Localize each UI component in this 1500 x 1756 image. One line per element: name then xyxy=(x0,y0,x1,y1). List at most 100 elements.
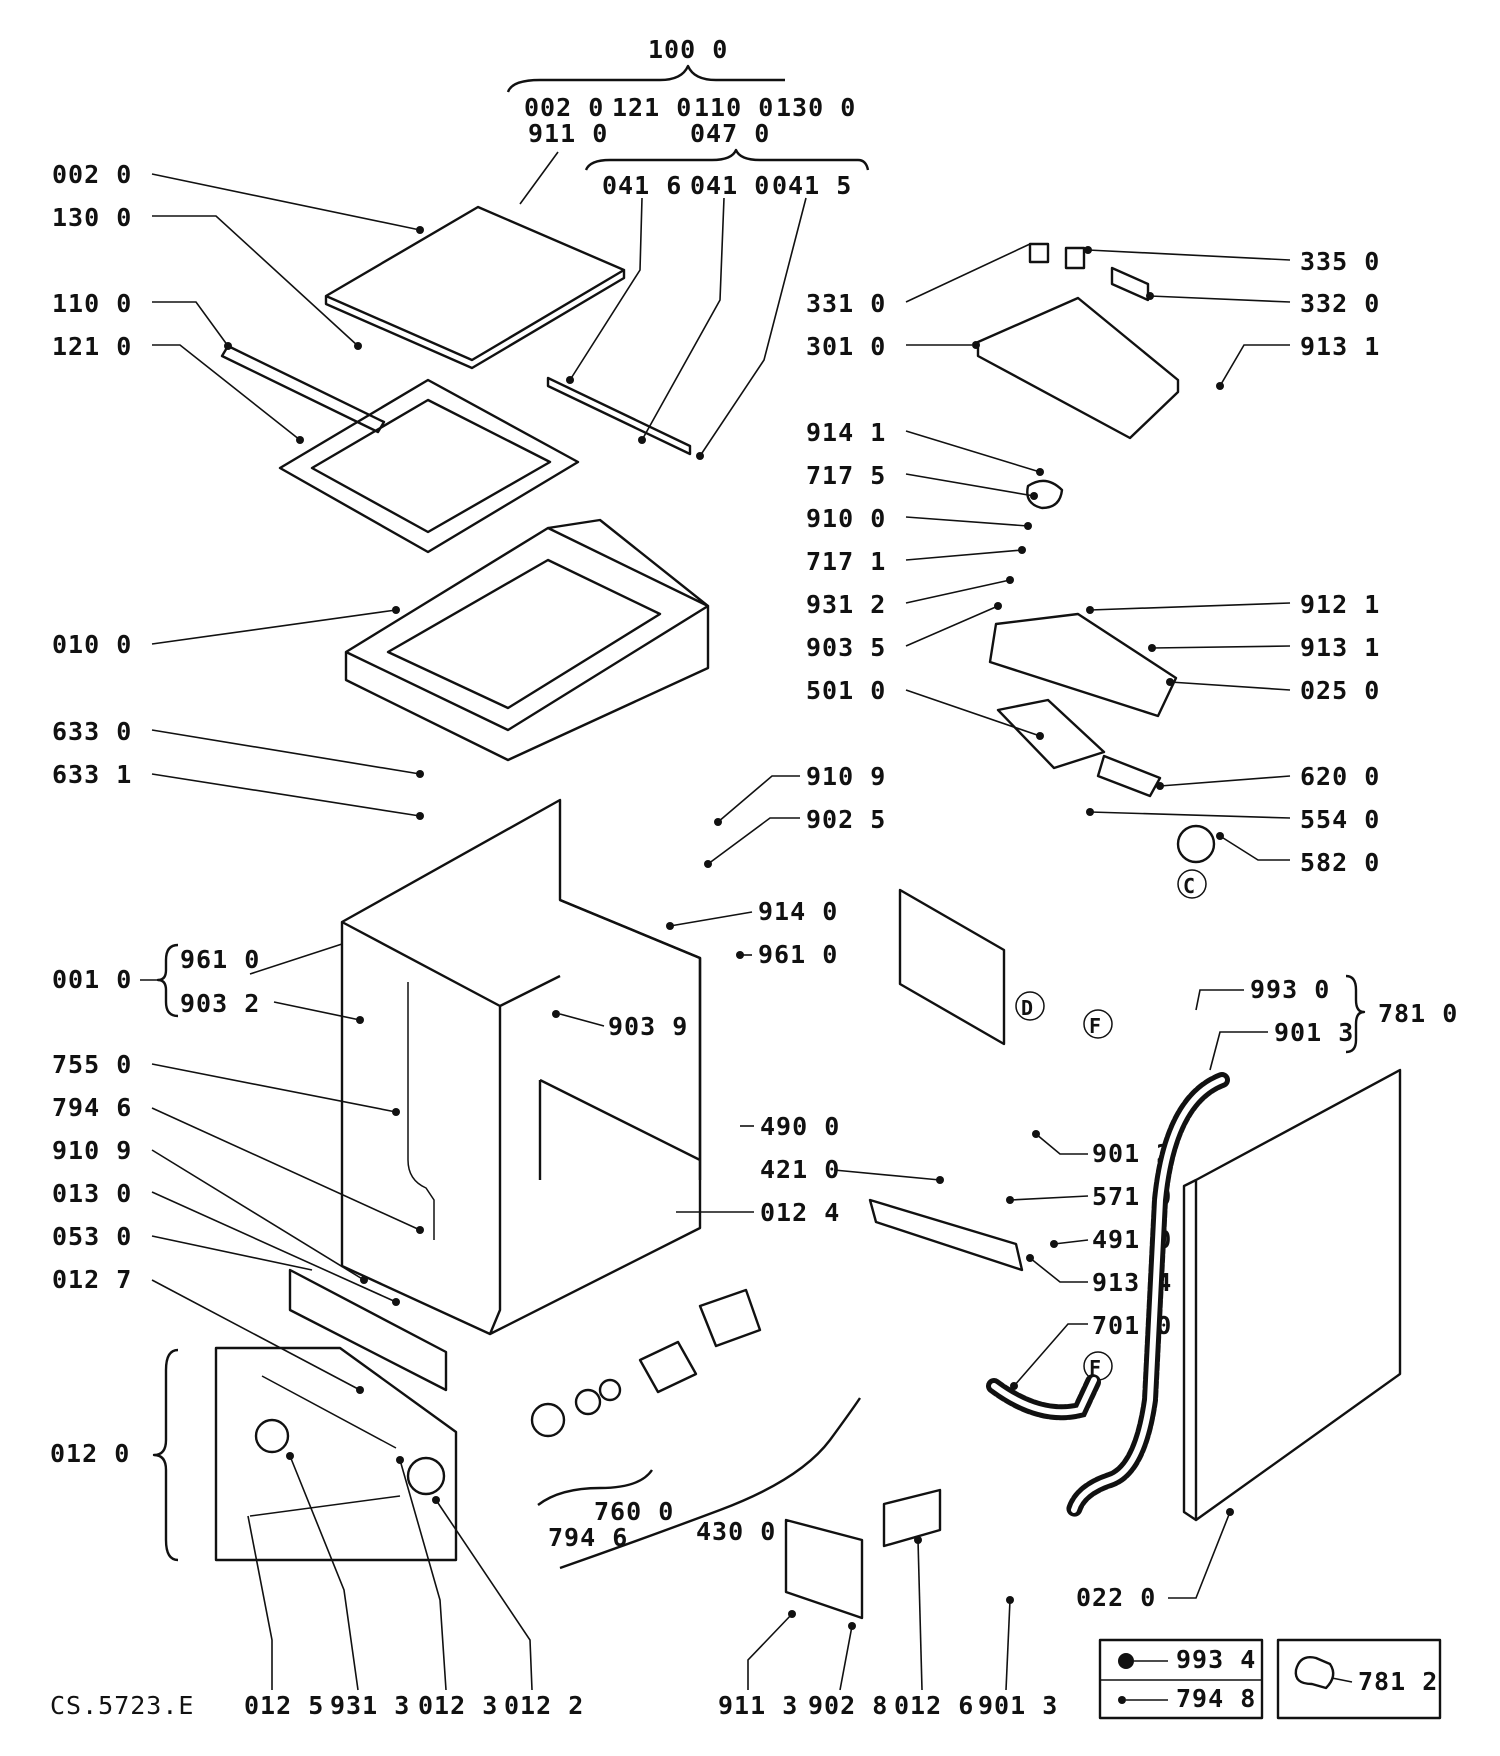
part-label: 914 1 xyxy=(806,418,886,447)
connector-mark-c: C xyxy=(1183,874,1196,898)
programmer-board xyxy=(988,612,1178,718)
part-label: 911 3 xyxy=(718,1691,798,1720)
group-781: 993 0 901 3 781 0 xyxy=(1250,974,1458,1054)
right-labels: 335 0 332 0 913 1 912 1 913 1 025 0 620 … xyxy=(1300,247,1380,877)
part-label: 012 3 xyxy=(418,1691,498,1720)
group-781-item: 901 3 xyxy=(1274,1018,1354,1047)
group-001-brace xyxy=(156,943,179,1018)
seal-ring xyxy=(574,1388,602,1416)
group-430-label: 430 0 xyxy=(696,1517,776,1546)
group-100-item: 911 0 xyxy=(528,119,608,148)
group-047-item: 041 5 xyxy=(772,171,852,200)
part-label: 301 0 xyxy=(806,332,886,361)
group-047-item: 041 6 xyxy=(602,171,682,200)
knob-icon xyxy=(406,1456,446,1496)
part-label: 025 0 xyxy=(1300,676,1380,705)
part-label: 912 1 xyxy=(1300,590,1380,619)
part-label: 633 0 xyxy=(52,717,132,746)
bottom-labels: 012 5 931 3 012 3 012 2 911 3 902 8 012 … xyxy=(50,1691,1058,1720)
legend-item: 794 8 xyxy=(1176,1684,1256,1713)
hinge-strip xyxy=(546,376,692,456)
screw-dot-icon xyxy=(1118,1653,1134,1669)
group-781-brace xyxy=(1345,974,1366,1054)
timer-knob xyxy=(1026,479,1064,510)
part-label: 012 6 xyxy=(894,1691,974,1720)
group-001-label: 001 0 xyxy=(52,965,132,994)
group-047-brace xyxy=(584,148,870,171)
left-labels: 002 0 130 0 110 0 121 0 010 0 633 0 633 … xyxy=(52,160,132,1294)
part-label: 012 2 xyxy=(504,1691,584,1720)
mount-bracket xyxy=(784,1518,864,1620)
group-012: 012 0 xyxy=(50,1348,179,1562)
bracket-small xyxy=(882,1488,942,1548)
group-001-item: 961 0 xyxy=(180,945,260,974)
group-100-label: 100 0 xyxy=(648,35,728,64)
part-label: 012 4 xyxy=(760,1198,840,1227)
part-label: 903 9 xyxy=(608,1012,688,1041)
connector-mark-f: F xyxy=(1089,1356,1102,1380)
capacitor-icon xyxy=(1176,824,1216,864)
side-panel xyxy=(1182,1068,1402,1522)
center-labels: 910 9 902 5 914 0 961 0 903 9 490 0 421 … xyxy=(608,762,1171,1612)
part-label: 121 0 xyxy=(52,332,132,361)
pump-housing xyxy=(638,1340,698,1394)
pump-motor xyxy=(698,1288,762,1348)
group-100-item: 110 0 xyxy=(694,93,774,122)
legend-box-2 xyxy=(1276,1638,1442,1720)
part-label: 554 0 xyxy=(1300,805,1380,834)
part-label: 010 0 xyxy=(52,630,132,659)
part-label: 755 0 xyxy=(52,1050,132,1079)
group-012-label: 012 0 xyxy=(50,1439,130,1468)
group-047-item: 041 0 xyxy=(690,171,770,200)
group-100-item: 002 0 xyxy=(524,93,604,122)
group-100-header: 100 0 002 0 121 0 110 0 130 0 911 0 047 … xyxy=(506,35,870,200)
group-781-item: 993 0 xyxy=(1250,975,1330,1004)
group-760-label: 760 0 xyxy=(594,1497,674,1526)
control-panel xyxy=(976,296,1180,440)
part-label: 902 5 xyxy=(806,805,886,834)
cabinet-body xyxy=(340,798,702,1336)
part-label: 110 0 xyxy=(52,289,132,318)
legend-item: 993 4 xyxy=(1176,1645,1256,1674)
small-screw-dot-icon xyxy=(1118,1696,1126,1704)
part-label: 022 0 xyxy=(1076,1583,1156,1612)
switch-block xyxy=(1110,266,1150,302)
part-label: 914 0 xyxy=(758,897,838,926)
connector-mark-d: D xyxy=(1021,996,1034,1020)
clamp-icon xyxy=(1294,1656,1335,1690)
terminal-block xyxy=(1096,754,1162,798)
top-tray xyxy=(344,518,710,762)
part-label: 717 5 xyxy=(806,461,886,490)
connector-mark-f: F xyxy=(1089,1014,1102,1038)
part-label: 012 7 xyxy=(52,1265,132,1294)
part-label: 913 1 xyxy=(1300,633,1380,662)
part-label: 903 5 xyxy=(806,633,886,662)
part-label: 582 0 xyxy=(1300,848,1380,877)
part-label: 130 0 xyxy=(52,203,132,232)
part-label: 501 0 xyxy=(806,676,886,705)
part-label: 913 1 xyxy=(1300,332,1380,361)
part-label: 794 6 xyxy=(52,1093,132,1122)
part-label: 332 0 xyxy=(1300,289,1380,318)
part-label: 620 0 xyxy=(1300,762,1380,791)
part-label: 331 0 xyxy=(806,289,886,318)
part-label: 910 0 xyxy=(806,504,886,533)
part-label: 961 0 xyxy=(758,940,838,969)
group-001-item: 903 2 xyxy=(180,989,260,1018)
top-lid xyxy=(324,205,626,370)
knobs xyxy=(1028,242,1086,270)
part-label: 901 3 xyxy=(978,1691,1058,1720)
part-label: 053 0 xyxy=(52,1222,132,1251)
part-label: 633 1 xyxy=(52,760,132,789)
part-label: 910 9 xyxy=(806,762,886,791)
connector-marks: C D F F xyxy=(1015,869,1207,1381)
group-760-sub: 794 6 xyxy=(548,1523,628,1552)
part-label: 931 2 xyxy=(806,590,886,619)
part-label: 335 0 xyxy=(1300,247,1380,276)
legend-box2-label: 781 2 xyxy=(1358,1667,1438,1696)
part-label: 910 9 xyxy=(52,1136,132,1165)
internal-hose xyxy=(407,982,435,1240)
part-label: 717 1 xyxy=(806,547,886,576)
group-781-label: 781 0 xyxy=(1378,999,1458,1028)
